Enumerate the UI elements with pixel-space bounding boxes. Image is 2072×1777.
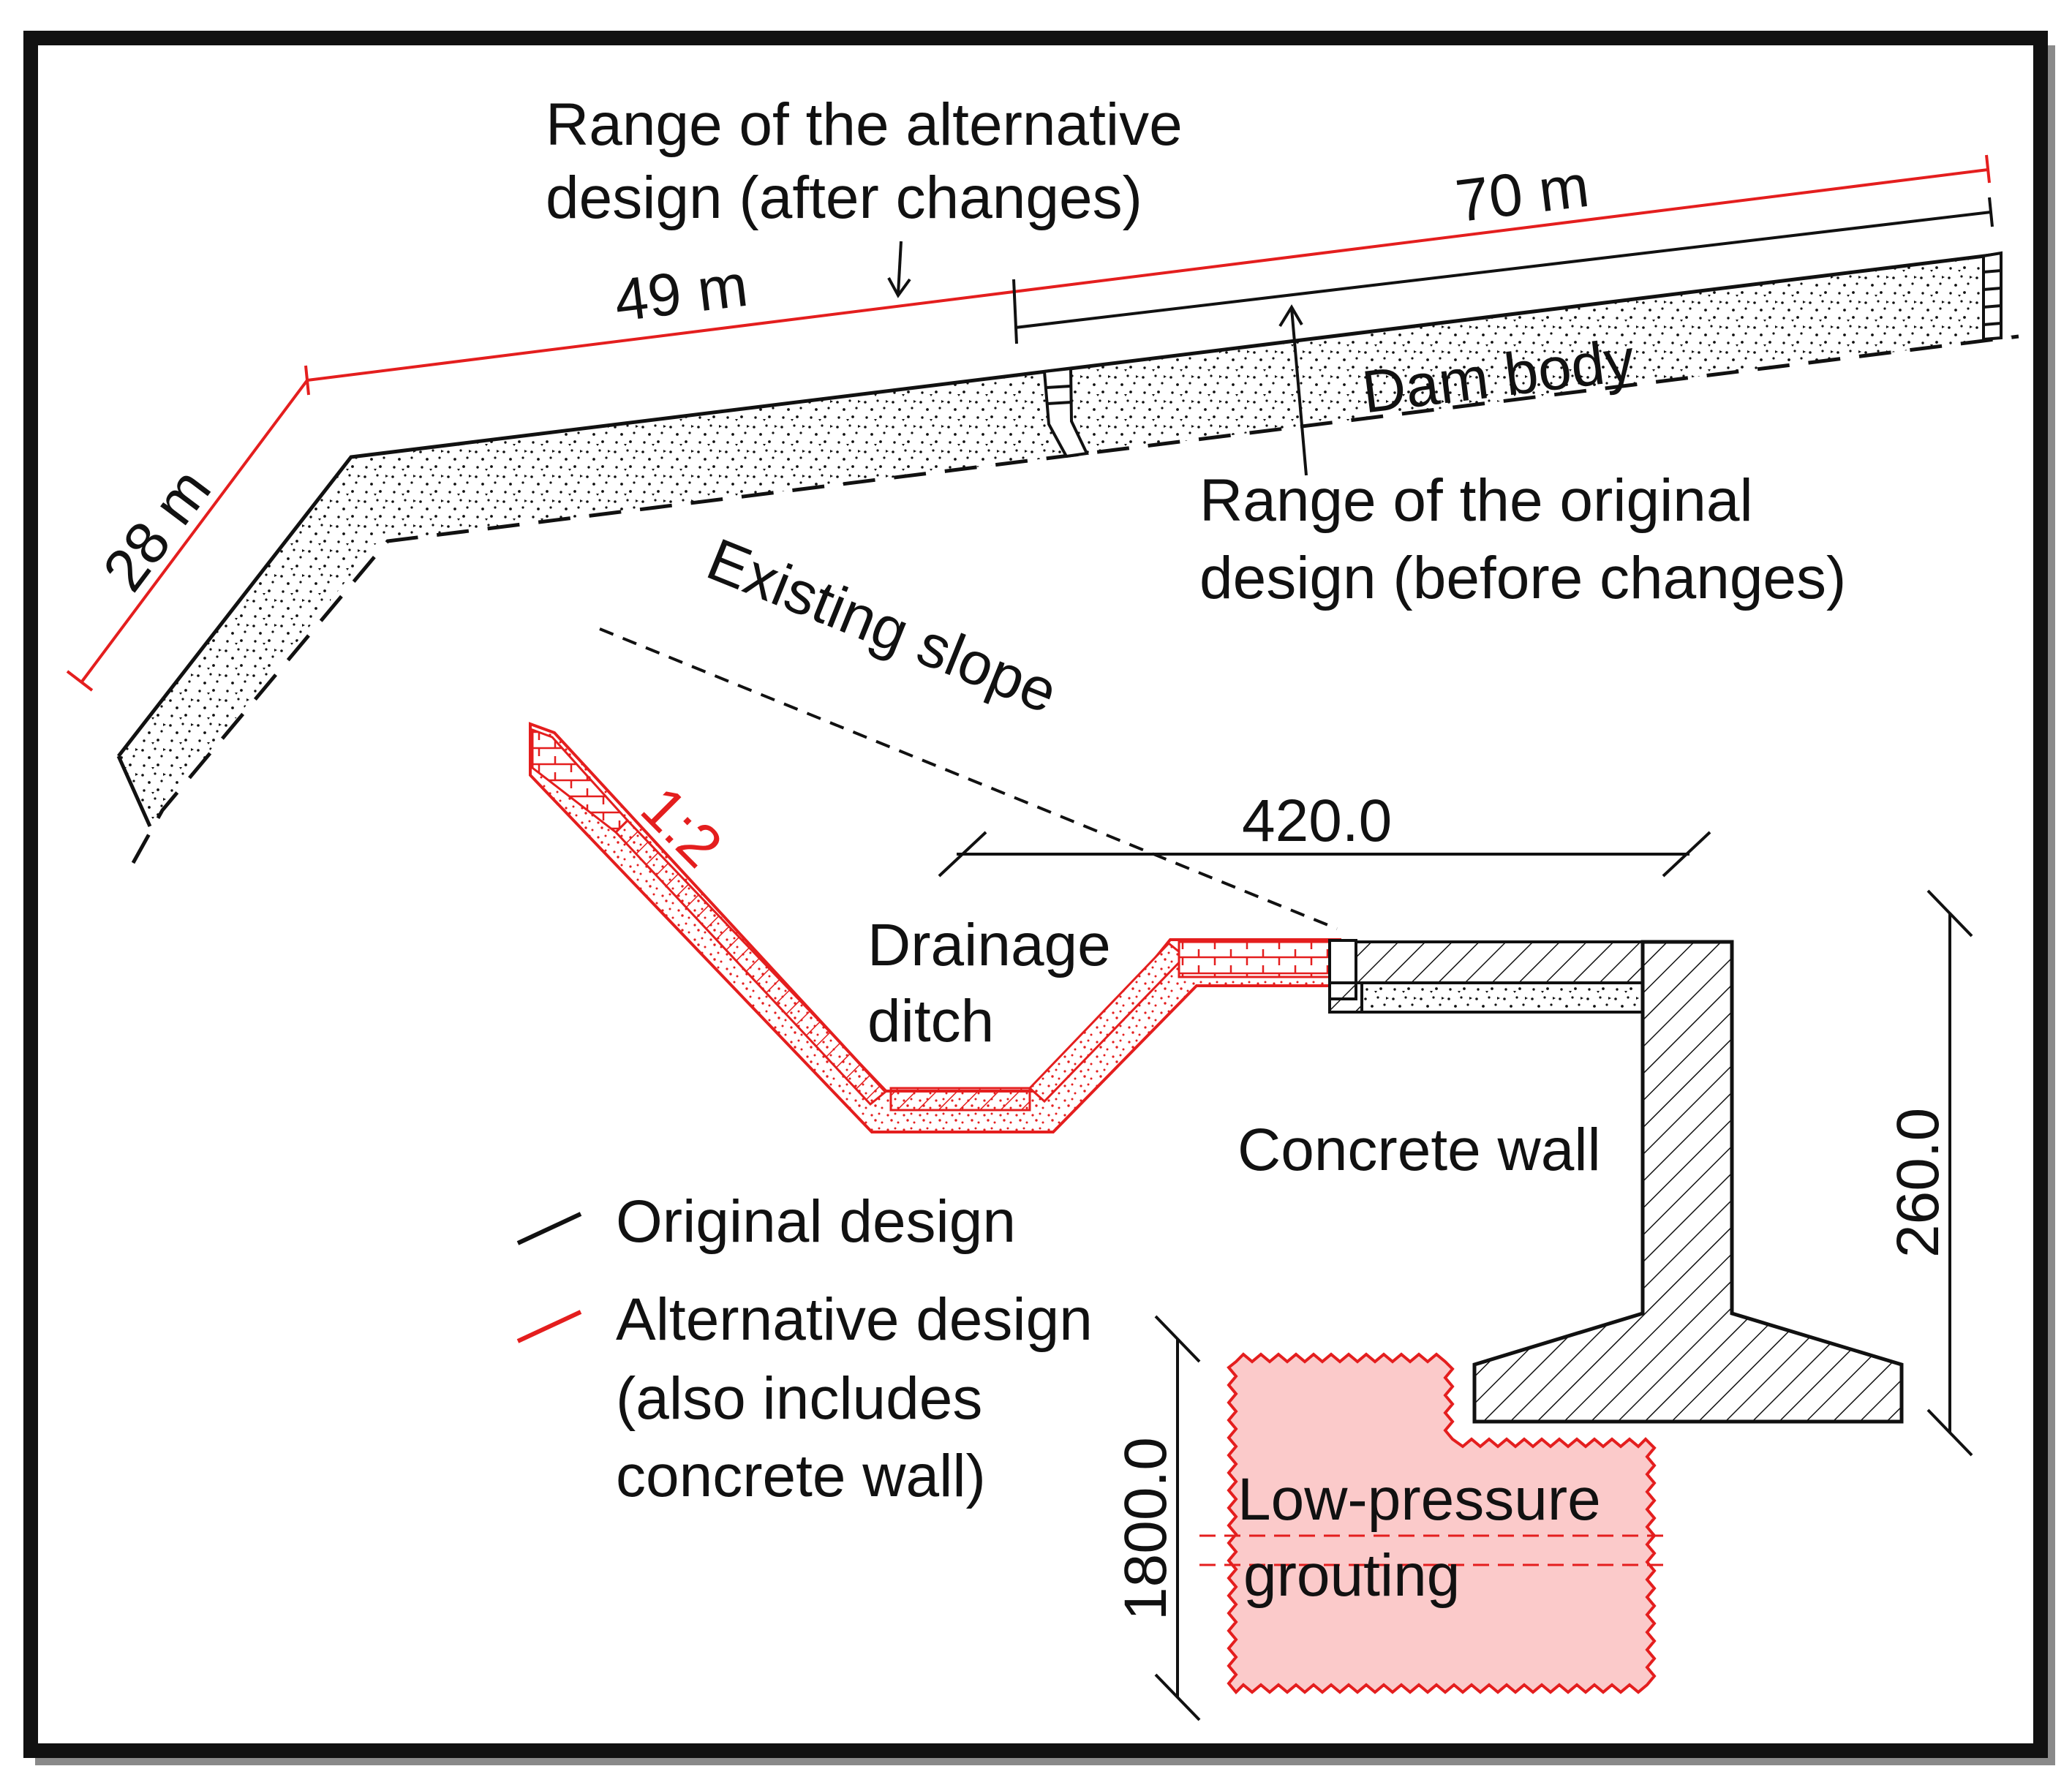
label-range-orig-1: Range of the original <box>1199 467 1753 534</box>
range-arrows <box>887 241 1308 476</box>
label-range-alt-1: Range of the alternative <box>546 91 1183 158</box>
label-dim-70: 70 m <box>1452 153 1592 235</box>
alt-range-dimension <box>66 154 1991 692</box>
dimension-260 <box>1926 889 1973 1457</box>
label-range-orig-2: design (before changes) <box>1199 545 1846 611</box>
dam-body <box>116 251 2019 864</box>
grouting-zone <box>1227 1352 1657 1694</box>
label-grouting-1: Low-pressure <box>1237 1466 1601 1533</box>
label-range-alt-2: design (after changes) <box>546 165 1142 231</box>
drainage-ditch <box>529 722 1341 1133</box>
legend-original-label: Original design <box>616 1188 1016 1255</box>
legend-alternative-swatch <box>516 1310 582 1343</box>
concrete-wall <box>1328 939 1904 1424</box>
orig-range-dimension <box>1012 197 1994 344</box>
legend-original-swatch <box>516 1212 582 1245</box>
label-dim-49: 49 m <box>611 252 751 335</box>
dam-drain <box>1042 251 2003 459</box>
label-dim-1800: 1800.0 <box>1112 1437 1179 1621</box>
legend-alternative-label-2: (also includes <box>616 1365 982 1432</box>
label-grouting-2: grouting <box>1243 1542 1460 1609</box>
label-dim-260: 260.0 <box>1885 1108 1951 1258</box>
label-drainage-1: Drainage <box>867 912 1111 978</box>
label-dim-420: 420.0 <box>1242 788 1392 854</box>
legend-alternative-label-3: concrete wall) <box>616 1443 986 1509</box>
grouting-dashed-lines <box>1199 1534 1672 1566</box>
existing-slope-line <box>599 627 1338 930</box>
label-concrete-wall: Concrete wall <box>1237 1117 1601 1183</box>
dimension-420 <box>938 831 1711 878</box>
label-drainage-2: ditch <box>867 988 994 1054</box>
legend-alternative-label-1: Alternative design <box>616 1286 1093 1353</box>
dimension-1800 <box>1154 1315 1201 1721</box>
